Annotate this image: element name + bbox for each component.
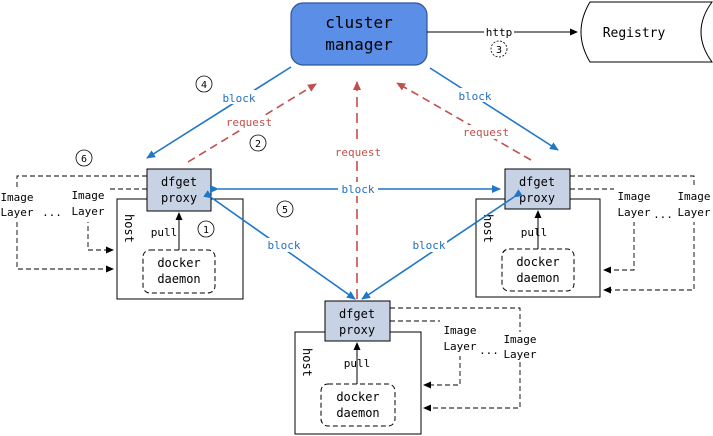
bottom-proxy-line2: proxy [339, 323, 375, 337]
left-inner-image-label: Image [71, 189, 104, 202]
right-peer: host dfget proxy docker daemon pull Imag… [475, 168, 712, 298]
bottom-outer-label-bg [502, 332, 538, 362]
left-ellipsis: ... [42, 206, 62, 219]
right-ellipsis: ... [653, 208, 673, 221]
block-label-bg-4 [266, 238, 302, 252]
step-2-marker [249, 134, 267, 152]
block-label-manager-left: block [222, 92, 255, 105]
bottom-inner-layer-label: Layer [443, 340, 476, 353]
block-label-bg-3 [338, 182, 378, 196]
request-arrow-left-to-manager [187, 83, 317, 163]
registry-shape [580, 1, 713, 63]
left-proxy-line2: proxy [161, 191, 197, 205]
bottom-daemon-line1: docker [336, 390, 379, 404]
right-outer-label-bg [676, 186, 712, 222]
block-label-bg-5 [411, 238, 447, 252]
right-inner-image-label: Image [617, 190, 650, 203]
block-arrow-manager-to-left [146, 66, 292, 159]
block-arrow-manager-to-right [429, 67, 559, 151]
request-label-bottom: request [335, 146, 381, 159]
right-pull-label: pull [521, 226, 548, 239]
request-label-left: request [226, 116, 272, 129]
left-proxy-line1: dfget [161, 175, 197, 189]
bottom-inner-image-label: Image [443, 324, 476, 337]
right-proxy-line1: dfget [519, 175, 555, 189]
cluster-manager-line1: cluster [325, 13, 393, 32]
left-pull-label: pull [151, 226, 178, 239]
left-host-label: host [122, 214, 136, 243]
right-daemon-line1: docker [516, 255, 559, 269]
http-label: http [486, 26, 513, 39]
block-label-manager-right: block [458, 90, 491, 103]
bottom-peer: host dfget proxy docker daemon pull Imag… [294, 300, 538, 435]
step-5-marker [276, 200, 294, 218]
bottom-host-label: host [300, 348, 314, 377]
left-outer-image-label: Image [0, 191, 33, 204]
block-label-left-right: block [341, 183, 374, 196]
bottom-ellipsis: ... [479, 344, 499, 357]
bottom-outer-layer-label: Layer [503, 348, 536, 361]
bottom-docker-daemon [320, 383, 396, 427]
request-label-bg-2 [461, 125, 511, 139]
http-label-bg [484, 24, 514, 38]
left-outer-label-bg [0, 188, 36, 220]
step-6-marker [75, 149, 93, 167]
cluster-manager-line2: manager [325, 35, 393, 54]
step-2-number: 2 [255, 139, 261, 150]
step-1-number: 1 [203, 225, 209, 236]
left-daemon-line2: daemon [157, 272, 200, 286]
right-inner-label-bg [614, 186, 654, 222]
request-label-bg-3 [332, 145, 384, 159]
block-label-right-bottom: block [412, 239, 445, 252]
step-6-number: 6 [81, 154, 87, 165]
step-4-number: 4 [201, 80, 207, 91]
cluster-manager-box [290, 2, 428, 66]
step-3-marker [490, 40, 508, 58]
block-label-left-bottom: block [267, 239, 300, 252]
step-3-number: 3 [496, 45, 502, 56]
registry-label: Registry [603, 26, 666, 41]
right-proxy-line2: proxy [519, 191, 555, 205]
right-outer-image-label: Image [677, 190, 710, 203]
bottom-pull-label: pull [344, 357, 371, 370]
right-inner-layer-label: Layer [617, 206, 650, 219]
bottom-proxy-line1: dfget [339, 307, 375, 321]
right-daemon-line2: daemon [516, 271, 559, 285]
step-5-number: 5 [282, 205, 288, 216]
block-label-bg-2 [457, 88, 493, 102]
bottom-inner-label-bg [440, 320, 480, 356]
request-label-bg-1 [225, 115, 273, 129]
left-peer: host dfget proxy docker daemon pull 1 Im… [0, 149, 244, 300]
left-outer-layer-label: Layer [0, 206, 33, 219]
left-outer-layer-line [16, 175, 147, 273]
right-outer-layer-label: Layer [677, 206, 710, 219]
left-daemon-line1: docker [157, 256, 200, 270]
request-label-right: request [463, 126, 509, 139]
left-dfget-proxy [146, 168, 212, 212]
left-inner-layer-label: Layer [71, 205, 104, 218]
bottom-outer-image-label: Image [503, 333, 536, 346]
bottom-daemon-line2: daemon [336, 406, 379, 420]
block-label-bg-1 [221, 90, 257, 104]
cluster-manager: cluster manager [290, 2, 428, 66]
step-4-marker [195, 75, 213, 93]
bottom-dfget-proxy [324, 300, 391, 342]
bottom-inner-layer-line [390, 320, 461, 389]
left-inner-label-bg [68, 186, 108, 222]
registry: Registry [580, 1, 713, 63]
right-outer-layer-line [570, 175, 695, 294]
right-inner-layer-line [570, 188, 635, 274]
